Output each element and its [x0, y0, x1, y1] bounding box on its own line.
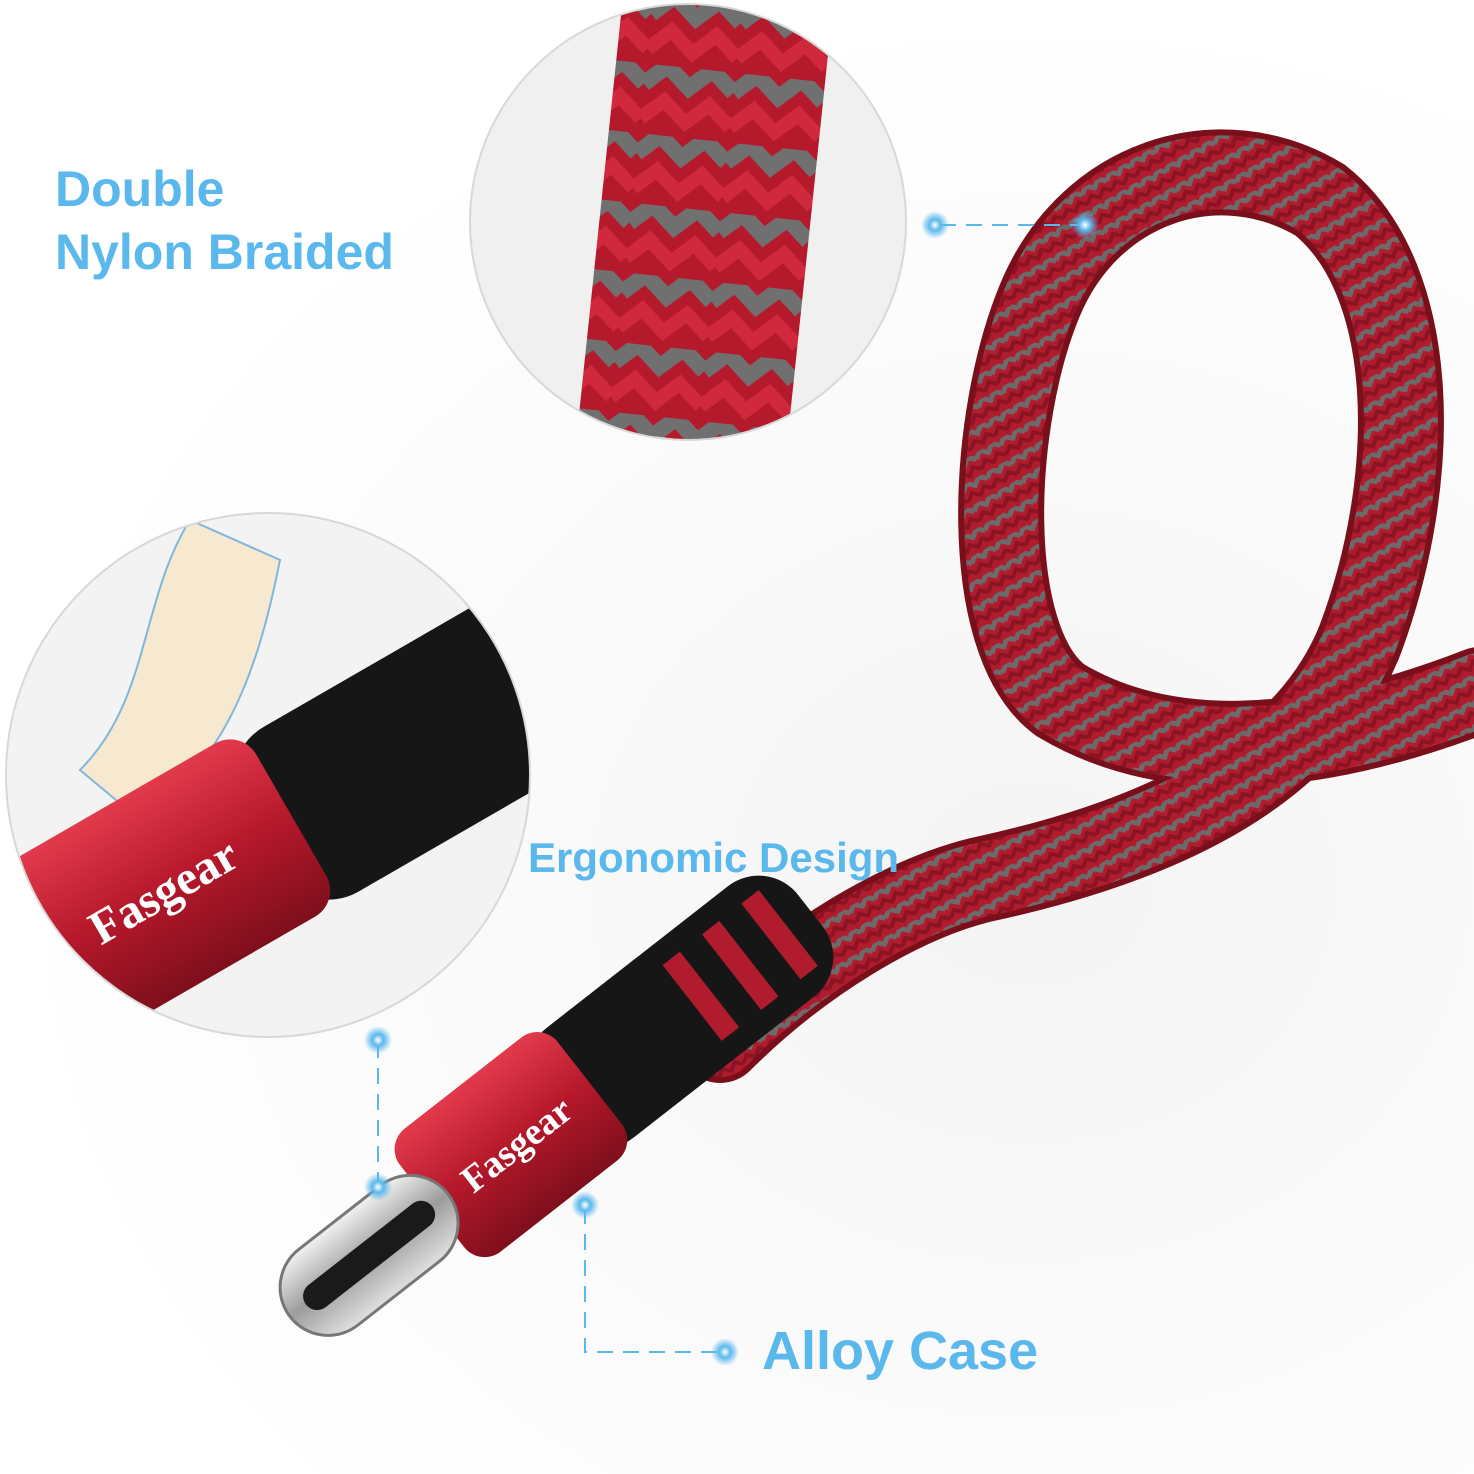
- strain-relief-boot: [527, 875, 834, 1149]
- braided-line1: Double: [55, 161, 225, 217]
- callout-dots: [364, 211, 1099, 1366]
- usb-c-connector: Fasgear: [278, 875, 834, 1337]
- feature-label-braided: Double Nylon Braided: [55, 158, 394, 283]
- braided-cable: [677, 129, 1474, 1083]
- feature-label-alloy: Alloy Case: [762, 1321, 1039, 1381]
- braid-closeup-circle: [469, 3, 907, 441]
- feature-label-ergonomic: Ergonomic Design: [528, 834, 900, 881]
- callout-alloy: [584, 1208, 722, 1353]
- braided-line2: Nylon Braided: [55, 223, 394, 280]
- ergonomic-closeup-circle: Fasgear: [5, 512, 531, 1038]
